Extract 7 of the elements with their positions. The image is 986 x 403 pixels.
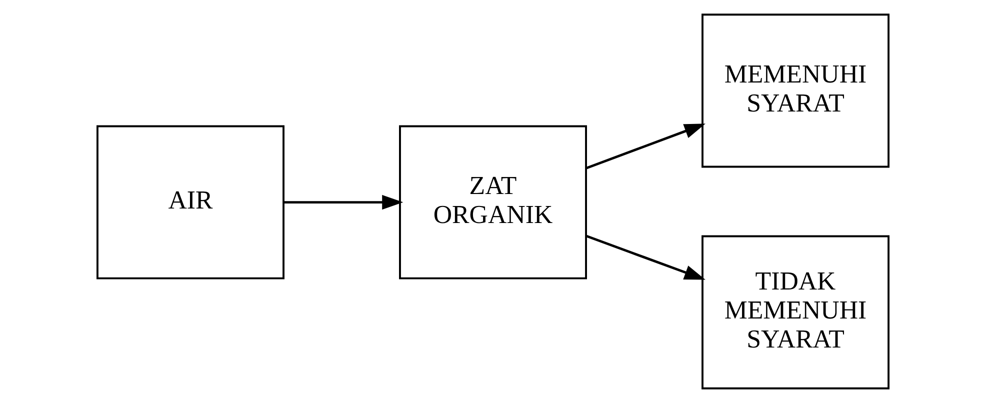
arrow bbox=[284, 194, 404, 210]
arrow bbox=[586, 234, 706, 280]
arrow bbox=[586, 124, 706, 170]
node-box: MEMENUHI SYARAT bbox=[702, 14, 890, 168]
node-box: TIDAK MEMENUHI SYARAT bbox=[702, 235, 890, 390]
node-box: AIR bbox=[96, 125, 284, 280]
node-box: ZAT ORGANIK bbox=[399, 125, 587, 280]
